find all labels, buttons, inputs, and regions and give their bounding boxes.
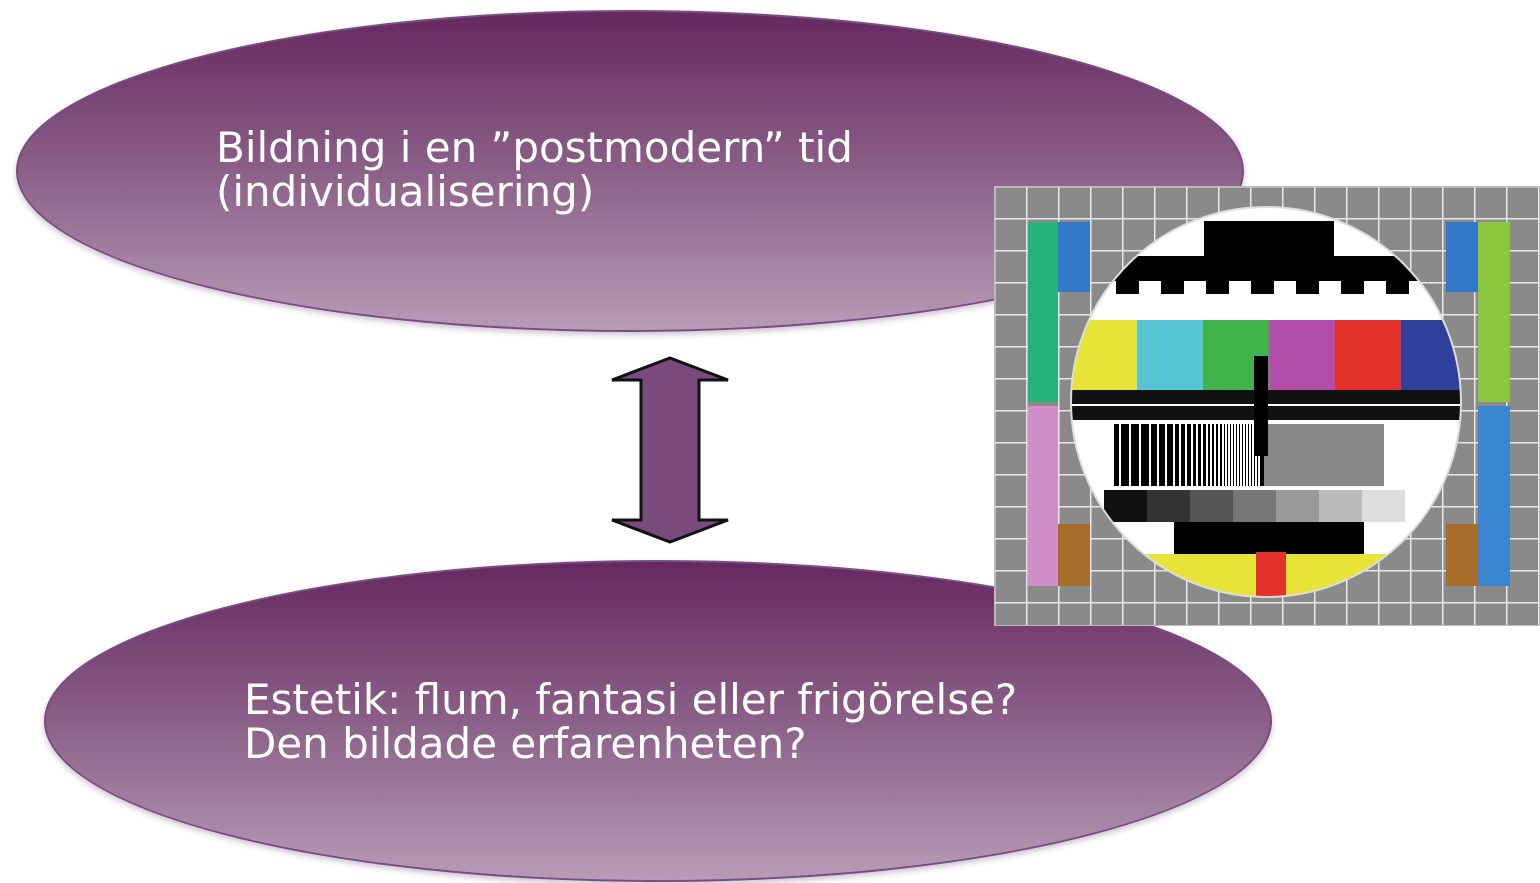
bottom-bubble-line1: Estetik: flum, fantasi eller frigörelse? (244, 675, 1018, 724)
double-arrow-icon (611, 356, 729, 544)
top-bubble-text: Bildning i en ”postmodern” tid(individua… (216, 126, 853, 214)
tv-test-card-icon (994, 186, 1540, 626)
top-bubble-line1: Bildning i en ”postmodern” tid (216, 123, 853, 172)
top-bubble-line2: (individualisering) (216, 167, 595, 216)
bottom-bubble-text: Estetik: flum, fantasi eller frigörelse?… (244, 678, 1017, 766)
bottom-bubble-line2: Den bildade erfarenheten? (244, 719, 807, 768)
